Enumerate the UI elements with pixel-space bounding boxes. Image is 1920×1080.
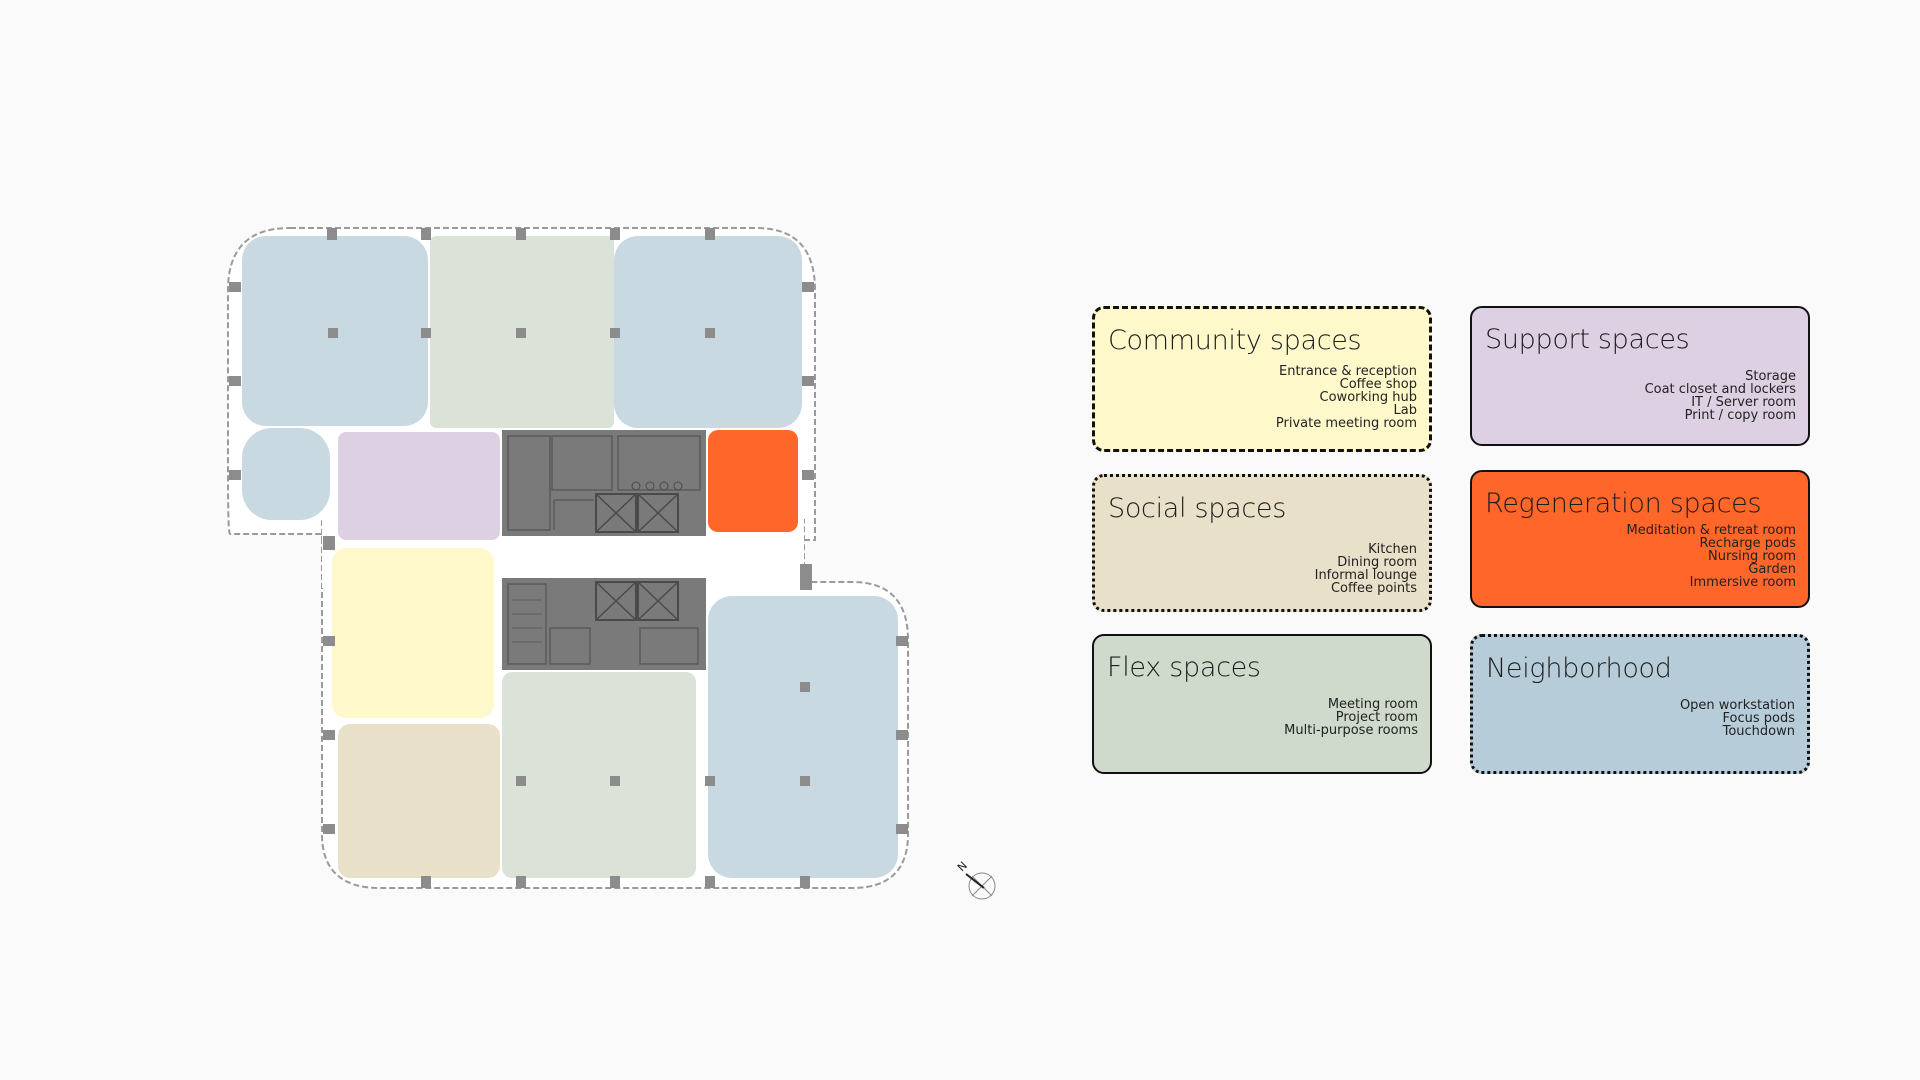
legend-flex-spaces: Flex spaces Meeting room Project room Mu… [1092, 634, 1432, 774]
legend-items: Open workstation Focus pods Touchdown [1486, 699, 1795, 738]
legend-item: Meditation & retreat room [1626, 523, 1796, 538]
legend-title: Support spaces [1485, 324, 1690, 355]
legend-item: Garden [1748, 562, 1796, 577]
legend-items: Kitchen Dining room Informal lounge Coff… [1108, 543, 1417, 595]
legend-title: Neighborhood [1486, 653, 1672, 684]
legend-item: Touchdown [1722, 724, 1795, 739]
structural-columns [229, 228, 908, 888]
core-north [502, 430, 706, 536]
legend-item: Kitchen [1368, 542, 1417, 557]
legend-items: Meditation & retreat room Recharge pods … [1485, 524, 1796, 589]
legend-title: Flex spaces [1107, 652, 1261, 683]
legend-item: IT / Server room [1691, 395, 1796, 410]
compass-needle [965, 873, 985, 889]
legend-item: Focus pods [1722, 711, 1796, 726]
legend-item: Coffee shop [1339, 377, 1417, 392]
legend-item: Informal lounge [1314, 568, 1417, 583]
room-social [338, 724, 500, 878]
legend-item: Dining room [1337, 555, 1417, 570]
legend-community-spaces: Community spaces Entrance & reception Co… [1092, 306, 1432, 452]
legend-title: Regeneration spaces [1485, 488, 1762, 519]
legend-item: Open workstation [1679, 698, 1795, 713]
room-support [338, 432, 500, 540]
legend-item: Meeting room [1327, 697, 1418, 712]
legend-item: Entrance & reception [1278, 364, 1417, 379]
compass: N [955, 859, 996, 900]
room-neighborhood-small [242, 428, 330, 520]
legend-neighborhood: Neighborhood Open workstation Focus pods… [1470, 634, 1810, 774]
legend-item: Project room [1335, 710, 1418, 725]
compass-north-label: N [955, 859, 970, 874]
room-community [332, 548, 494, 718]
legend-item: Lab [1393, 403, 1417, 418]
legend-item: Nursing room [1708, 549, 1796, 564]
legend-items: Entrance & reception Coffee shop Coworki… [1108, 365, 1417, 430]
legend-item: Immersive room [1689, 575, 1796, 590]
floor-plan: N [227, 227, 996, 900]
legend-item: Coat closet and lockers [1644, 382, 1796, 397]
legend-item: Storage [1745, 369, 1796, 384]
legend-items: Storage Coat closet and lockers IT / Ser… [1485, 370, 1796, 422]
room-neighborhood-se [708, 596, 898, 878]
compass-circle [968, 872, 996, 900]
legend-item: Private meeting room [1275, 416, 1417, 431]
legend-social-spaces: Social spaces Kitchen Dining room Inform… [1092, 474, 1432, 612]
core-south [502, 578, 706, 670]
room-regeneration [708, 430, 798, 532]
legend-item: Coworking hub [1319, 390, 1417, 405]
legend-title: Social spaces [1108, 493, 1287, 524]
room-flex-south [502, 672, 696, 878]
legend-support-spaces: Support spaces Storage Coat closet and l… [1470, 306, 1810, 446]
legend-title: Community spaces [1108, 325, 1362, 356]
legend-regeneration-spaces: Regeneration spaces Meditation & retreat… [1470, 470, 1810, 608]
legend-item: Print / copy room [1684, 408, 1796, 423]
legend-items: Meeting room Project room Multi-purpose … [1107, 698, 1418, 737]
legend-item: Coffee points [1330, 581, 1417, 596]
legend-item: Multi-purpose rooms [1284, 723, 1418, 738]
legend-item: Recharge pods [1699, 536, 1796, 551]
